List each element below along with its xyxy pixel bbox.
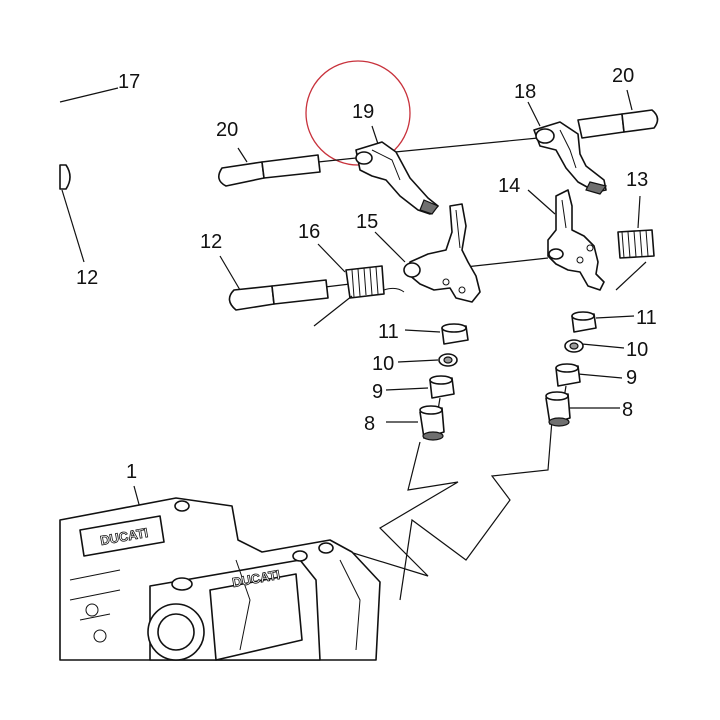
callout-12-left: 12: [76, 267, 98, 289]
callout-19: 19: [352, 101, 374, 123]
callout-15: 15: [356, 211, 378, 233]
callout-17: 17: [118, 71, 140, 93]
callout-16: 16: [298, 221, 320, 243]
part-12-pin: [228, 279, 329, 311]
part-20-pin-left: [218, 154, 321, 187]
part-18-rocker-arm: [533, 121, 608, 195]
part-9-retainer-right: [555, 363, 581, 399]
part-8-seal-right: [545, 391, 571, 427]
callout-9-right: 9: [626, 367, 637, 389]
callout-13: 13: [626, 169, 648, 191]
part-10-collet-right: [564, 339, 584, 353]
part-11-shim-right: [571, 311, 597, 333]
part-19-rocker-arm: [355, 141, 439, 215]
callout-10-left: 10: [372, 353, 394, 375]
part-13-spring: [615, 229, 655, 291]
part-8-seal-left: [419, 405, 445, 441]
callout-1: 1: [126, 461, 137, 483]
part-14-rocker-arm: [547, 189, 605, 291]
callout-20-left: 20: [216, 119, 238, 141]
callout-8-right: 8: [622, 399, 633, 421]
part-11-shim-left: [441, 323, 469, 345]
callout-11-right: 11: [636, 307, 657, 329]
callout-labels: 17 12 20 19 18 20 14 13 12 16 15 11 10 9…: [76, 65, 657, 483]
part-20-pin-right: [577, 109, 659, 139]
part-1-cylinder-head: DUCATI DUCATI: [59, 497, 381, 661]
callout-18: 18: [514, 81, 536, 103]
callout-12-mid: 12: [200, 231, 222, 253]
callout-11-left: 11: [378, 321, 399, 343]
callout-14: 14: [498, 175, 520, 197]
part-16-spring: [313, 265, 405, 327]
callout-20-right: 20: [612, 65, 634, 87]
part-10-collet-left: [438, 353, 458, 367]
part-9-retainer-left: [429, 375, 455, 411]
part-17-pin-end: [59, 164, 71, 190]
highlight-circle: [305, 60, 411, 166]
callout-9-left: 9: [372, 381, 383, 403]
part-15-rocker-arm: [403, 203, 481, 303]
callout-10-right: 10: [626, 339, 648, 361]
callout-8-left: 8: [364, 413, 375, 435]
